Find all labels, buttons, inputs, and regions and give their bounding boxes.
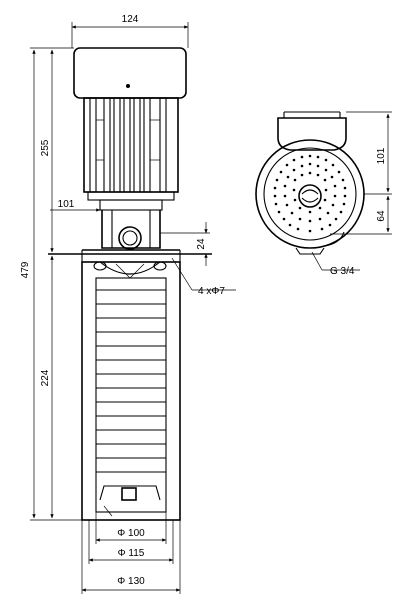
label-outer-diameter: Φ 130 (117, 576, 145, 587)
dim-motor-height: 255 (40, 49, 54, 253)
label-overall-height: 479 (20, 261, 31, 278)
label-motor-width: 124 (122, 14, 139, 25)
front-view: 124 (20, 14, 236, 594)
label-side-motor-height: 101 (376, 147, 387, 164)
callout-bolt-holes: 4 xΦ7 (171, 257, 236, 297)
dim-side-motor-height: 101 (346, 111, 392, 195)
pump-neck (99, 199, 163, 250)
label-side-lower-height: 64 (376, 210, 387, 222)
dim-inlet: 24 (160, 222, 210, 266)
dim-shaft-offset: 101 (50, 199, 101, 212)
label-shaft-offset: 101 (58, 199, 75, 210)
fan-grill (273, 154, 347, 233)
dim-diameters: Φ 100 Φ 115 Φ 130 (81, 512, 181, 594)
label-motor-height: 255 (40, 139, 51, 156)
label-bolt-holes: 4 xΦ7 (198, 286, 225, 297)
label-inlet-height: 24 (196, 238, 207, 250)
label-mid-diameter: Φ 115 (118, 548, 145, 559)
dim-overall-height: 479 (20, 47, 82, 521)
label-thread: G 3/4 (330, 266, 355, 277)
dim-motor-width: 124 (71, 14, 189, 48)
label-inner-diameter: Φ 100 (117, 528, 145, 539)
dim-pipe-length: 224 (40, 255, 54, 519)
dim-side-lower-height: 64 (330, 195, 392, 235)
callout-thread: G 3/4 (311, 251, 360, 277)
pump-tube (81, 261, 181, 521)
label-pipe-length: 224 (40, 369, 51, 386)
impeller-stages (96, 289, 166, 473)
side-view: 101 64 G 3/4 (255, 111, 392, 277)
motor (73, 47, 187, 201)
